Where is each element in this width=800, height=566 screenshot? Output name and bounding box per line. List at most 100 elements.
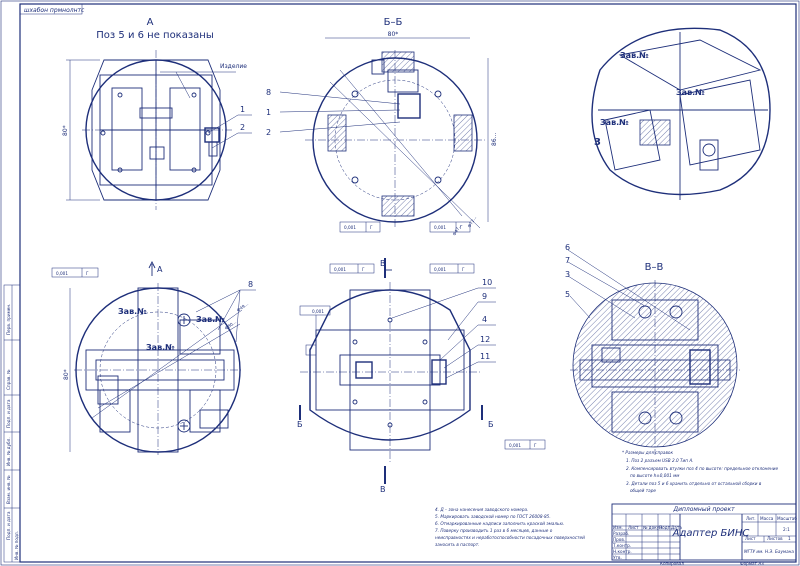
view-center-tol-top-1-ref: Г <box>362 267 365 272</box>
view-vv-label-6: 6 <box>565 243 570 252</box>
tb-drawing-title: Адаптер БИНС <box>672 528 750 539</box>
tb-row-sign: Подп. <box>659 525 672 530</box>
left-strip-inv-dubl: Инв. № дубл. <box>6 437 11 466</box>
note-right-3: по высоте h±0,001 мм <box>630 473 679 478</box>
view-center-section-v-top: В <box>380 259 386 268</box>
tb-format: Формат А3 <box>740 561 764 566</box>
view-vv-label-5: 5 <box>565 290 570 299</box>
tb-role-dev: Разраб. <box>613 531 629 536</box>
top-left-stamp-text: шхабон прмнолнтс <box>24 7 85 14</box>
view-left-marking-3: Зав.№ <box>146 343 175 352</box>
view-a: А Поз 5 и 6 не показаны 80* Изделие 1 2 <box>62 17 252 210</box>
tb-copied: Копировал <box>660 561 684 566</box>
view-center-label-10: 10 <box>482 278 492 287</box>
view-a-subtitle: Поз 5 и 6 не показаны <box>96 30 213 41</box>
view-bb: Б–Б 80* Ф47... Ф72... 86... 8 1 2 0,001 … <box>266 17 498 237</box>
view-a-dim-80: 80* <box>62 125 69 136</box>
view-left-dia-2: Ф80... <box>224 319 237 331</box>
view-left-arrow-a: А <box>157 265 163 274</box>
left-strip-perv: Перв. примен. <box>6 304 11 335</box>
view-left-tol: 0,001 <box>56 271 68 276</box>
view-center-tol-bottom-ref: Г <box>534 443 537 448</box>
notes-right: * Размеры для справок 1. Поз 2 разъем US… <box>622 450 778 493</box>
drawing-frame <box>19 3 797 563</box>
left-strip: Перв. примен. Справ. № Подп. и дата Инв.… <box>3 284 21 563</box>
tb-mass-label: Масса <box>760 516 774 521</box>
view-bb-dim-80: 80* <box>388 31 399 38</box>
view-a-title: А <box>147 17 154 28</box>
note-bottom-0: 4. Д – зона нанесения заводского номера. <box>435 507 528 512</box>
iso-number-3: 3 <box>594 137 601 148</box>
left-strip-podp-1: Подп. и дата <box>6 399 11 428</box>
view-a-label-1: 1 <box>240 105 245 114</box>
view-main-left: А 0,001 Г Зав.№ Зав.№ Зав.№ 80* 8 <box>51 260 256 455</box>
view-center-label-9: 9 <box>482 292 487 301</box>
view-left-marking-2: Зав.№ <box>196 315 225 324</box>
view-bb-dia-2: Ф72... <box>467 215 478 229</box>
iso-view: Зав.№ Зав.№ Зав.№ 3 <box>591 27 771 200</box>
view-bb-tol-2: 0,001 <box>434 225 446 230</box>
view-bb-tol-1: 0,001 <box>344 225 356 230</box>
view-left-dia-1: Ф49... <box>236 301 249 313</box>
note-bottom-3: 7. Поверку производить 1 раз в 6 месяцев… <box>435 528 553 533</box>
view-bb-dim-86: 86... <box>491 133 498 146</box>
left-strip-inv-podl: Инв. № подл. <box>14 531 19 560</box>
view-a-label-2: 2 <box>240 123 245 132</box>
view-bb-title: Б–Б <box>384 17 403 28</box>
note-right-5: общей таре <box>630 488 656 493</box>
view-left-marking-1: Зав.№ <box>118 307 147 316</box>
view-bb-label-1: 1 <box>266 108 271 117</box>
tb-row-change: Изм. <box>613 525 623 530</box>
note-bottom-1: 5. Маркировать заводской номер по ГОСТ 2… <box>435 514 551 519</box>
note-bottom-5: заносить в паспорт. <box>435 542 480 547</box>
tb-row-sheet: Лист <box>628 525 639 530</box>
tb-scale-value: 2:1 <box>783 527 790 532</box>
view-vv-label-7: 7 <box>565 256 570 265</box>
view-center-label-4: 4 <box>482 315 487 324</box>
view-left-label-8: 8 <box>248 280 253 289</box>
view-center-tol-bottom: 0,001 <box>509 443 521 448</box>
view-vv-label-3: 3 <box>565 270 570 279</box>
notes-bottom: 4. Д – зона нанесения заводского номера.… <box>435 507 585 547</box>
tb-role-approve: Утв. <box>613 555 622 560</box>
note-right-0: * Размеры для справок <box>622 450 673 455</box>
tb-row-date: Дата <box>671 525 682 530</box>
tb-scale-label: Масштаб <box>777 516 797 521</box>
view-center-tol-top-2-ref: Г <box>462 267 465 272</box>
view-main-center: В 0,001 Г 0,001 Г 0,001 Г Б Б В <box>297 258 546 494</box>
note-bottom-4: неисправностях и неработоспособности пос… <box>435 535 585 540</box>
view-a-callout-izdelie: Изделие <box>220 63 247 70</box>
note-right-2: 2. Компенсировать втулки поз 4 по высоте… <box>626 466 778 471</box>
tb-row-doc: № докум. <box>643 525 664 530</box>
tb-sheet-no-label: Лист <box>745 536 756 541</box>
tb-role-tcontrol: Т.контр. <box>612 543 631 548</box>
view-vv: В–В 6 7 3 5 <box>565 243 740 455</box>
tb-role-ncontrol: Н.контр. <box>613 549 632 554</box>
view-bb-label-8: 8 <box>266 88 271 97</box>
view-center-label-12: 12 <box>480 335 490 344</box>
view-center-datum: Г <box>309 348 312 353</box>
view-center-tol-top-1: 0,001 <box>334 267 346 272</box>
iso-marking-1: Зав.№ <box>620 51 649 60</box>
view-left-tol-ref: Г <box>86 271 89 276</box>
tb-project-name: Дипломный проект <box>672 506 735 513</box>
iso-marking-3: Зав.№ <box>600 118 629 127</box>
view-bb-tol-1-ref: Г <box>370 225 373 230</box>
view-center-tol-left: 0,001 <box>312 309 324 314</box>
view-center-section-v-bottom: В <box>380 485 386 494</box>
view-bb-label-2: 2 <box>266 128 271 137</box>
left-strip-podp-2: Подп. и дата <box>6 511 11 540</box>
tb-sheets-label: Листов <box>767 536 783 541</box>
view-bb-tol-2-ref: Г <box>460 225 463 230</box>
left-strip-sprav: Справ. № <box>6 369 11 390</box>
title-block: Дипломный проект Адаптер БИНС МГТУ им. Н… <box>611 503 797 566</box>
note-right-1: 1. Поз 2 разъем USB 2.0 Тип А. <box>626 458 694 463</box>
tb-sheets-value: 1 <box>788 536 791 541</box>
note-right-4: 3. Детали поз 5 и 6 хранить отдельно от … <box>626 481 762 486</box>
view-center-section-b-left: Б <box>297 420 303 429</box>
tb-role-check: Пров. <box>613 537 625 542</box>
top-left-stamp: шхабон прмнолнтс <box>19 3 85 15</box>
tb-org: МГТУ им. Н.Э. Баумана <box>744 549 794 554</box>
